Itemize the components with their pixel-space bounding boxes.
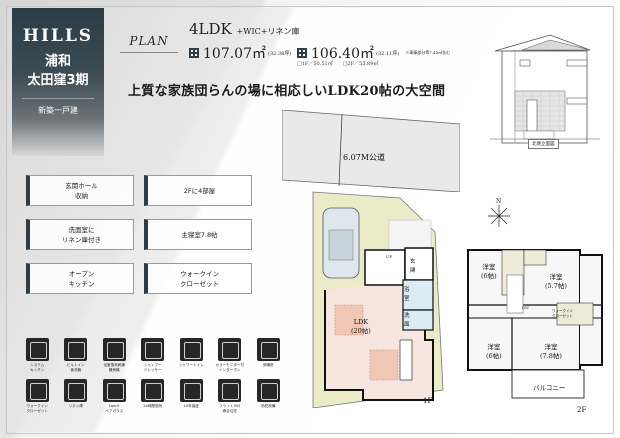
feature-master-bedroom: 主寝室7.8帖 <box>144 219 252 250</box>
bathroom-dryer-icon <box>102 338 126 361</box>
floor1-plan-drawing <box>312 191 444 408</box>
low-e-glass-icon <box>102 379 126 402</box>
feature-open-kitchen: オープン キッチン <box>26 263 134 294</box>
24h-ventilation-icon <box>141 379 165 402</box>
floor-areas: □1F／50.51㎡ □2F／55.89㎡ <box>297 60 378 67</box>
brand-divider <box>22 98 94 99</box>
equipment-item: 床暖房 <box>249 338 288 373</box>
room-entrance: 玄 関 <box>410 259 416 274</box>
plan-label: PLAN <box>120 34 178 53</box>
stairs-down-label: DN <box>522 305 529 310</box>
feature-walk-in-closet: ウォークイン クローゼット <box>144 263 252 294</box>
project-name: 浦和 太田窪3期 <box>12 52 104 90</box>
room-western-ne: 洋室 (5.7帖) <box>545 273 567 290</box>
headline: 上質な家族団らんの場に相応しいLDK20帖の大空間 <box>128 84 446 99</box>
land-area-value: 107.07㎡ <box>203 46 266 62</box>
land-area-icon <box>189 48 199 58</box>
linen-storage-icon <box>64 379 88 402</box>
equipment-item: システム キッチン <box>18 338 57 373</box>
equipment-icon-grid: システム キッチン ビルトイン 食洗機 浴室換気乾燥 暖房機 シャンプー ドレッ… <box>18 338 326 414</box>
floor2-plan-drawing <box>467 249 603 399</box>
stairs-up-label: UP <box>386 254 393 259</box>
equipment-item: フラット35S 適合住宅 <box>211 379 250 414</box>
shower-toilet-icon <box>179 338 203 361</box>
room-ldk: LDK (20帖) <box>351 318 371 335</box>
shampoo-dresser-icon <box>141 338 165 361</box>
equipment-item: 24時間換気 <box>134 379 173 414</box>
building-area: 106.40㎡ (32.11坪) ※車庫部分等7.45㎡含む <box>297 43 450 63</box>
layout-extra: +WIC+リネン庫 <box>236 27 300 36</box>
building-area-tsubo: (32.11坪) <box>376 50 400 57</box>
flat35s-icon <box>218 379 242 402</box>
brand-subtitle: 新築一戸建 <box>38 106 78 115</box>
north-elevation-drawing <box>490 34 600 144</box>
land-area-tsubo: (32.38坪) <box>268 50 292 57</box>
card-frame <box>6 6 614 434</box>
floor1-area: □1F／50.51㎡ <box>297 61 333 67</box>
layout-type: 4LDK +WIC+リネン庫 <box>189 20 299 38</box>
layout-main: 4LDK <box>189 20 232 38</box>
security-icon <box>256 379 280 402</box>
equipment-item: シャワートイレ <box>172 338 211 373</box>
10-year-warranty-icon <box>179 379 203 402</box>
walk-in-closet-icon <box>25 379 49 402</box>
equipment-item: ビルトイン 食洗機 <box>57 338 96 373</box>
road-drawing <box>282 110 460 192</box>
equipment-item: ウォークイン クローゼット <box>18 379 57 414</box>
project-name-line2: 太田窪3期 <box>27 73 89 88</box>
floor-heating-icon <box>256 338 280 361</box>
project-name-line1: 浦和 <box>44 54 71 69</box>
brand-panel: HILLS 浦和 太田窪3期 新築一戸建 <box>12 8 104 156</box>
equipment-item: 10年保証 <box>172 379 211 414</box>
floor1-label: 1F <box>423 397 433 405</box>
room-washroom: 洗 面 <box>404 313 410 328</box>
equipment-item: 浴室換気乾燥 暖房機 <box>95 338 134 373</box>
system-kitchen-icon <box>25 338 49 361</box>
land-area: 107.07㎡ (32.38坪) <box>189 43 291 63</box>
room-western-nw: 洋室 (6帖) <box>481 263 497 280</box>
feature-linen-storage: 洗面室に リネン庫付き <box>26 219 134 250</box>
svg-text:N: N <box>496 198 501 205</box>
feature-entrance-storage: 玄関ホール 収納 <box>26 175 134 206</box>
dishwasher-icon <box>64 338 88 361</box>
equipment-item: カラーモニター付 インターホン <box>211 338 250 373</box>
north-arrow-icon: N <box>488 198 510 227</box>
building-area-icon <box>297 48 307 58</box>
brand-logo: HILLS <box>22 26 94 46</box>
equipment-item: 防犯設備 <box>249 379 288 414</box>
room-western-se: 洋室 (7.8帖) <box>540 343 562 360</box>
floor2-area: □2F／55.89㎡ <box>342 61 379 67</box>
feature-four-rooms-2f: 2Fに4部屋 <box>144 175 252 206</box>
equipment-item: シャンプー ドレッサー <box>134 338 173 373</box>
balcony-label: バルコニー <box>533 384 566 392</box>
elevation-label: 北側立面図 <box>528 139 559 149</box>
room-wic: ウォークイン クローゼット <box>552 309 573 318</box>
road-label: 6.07M公道 <box>343 153 386 162</box>
equipment-item: リネン庫 <box>57 379 96 414</box>
building-area-value: 106.40㎡ <box>311 46 374 62</box>
intercom-icon <box>218 338 242 361</box>
floor2-label: 2F <box>577 406 587 414</box>
building-area-note: ※車庫部分等7.45㎡含む <box>405 50 451 55</box>
room-western-sw: 洋室 (6帖) <box>486 343 502 360</box>
room-bath: 浴 室 <box>404 287 410 302</box>
equipment-item: Low-E ペアガラス <box>95 379 134 414</box>
